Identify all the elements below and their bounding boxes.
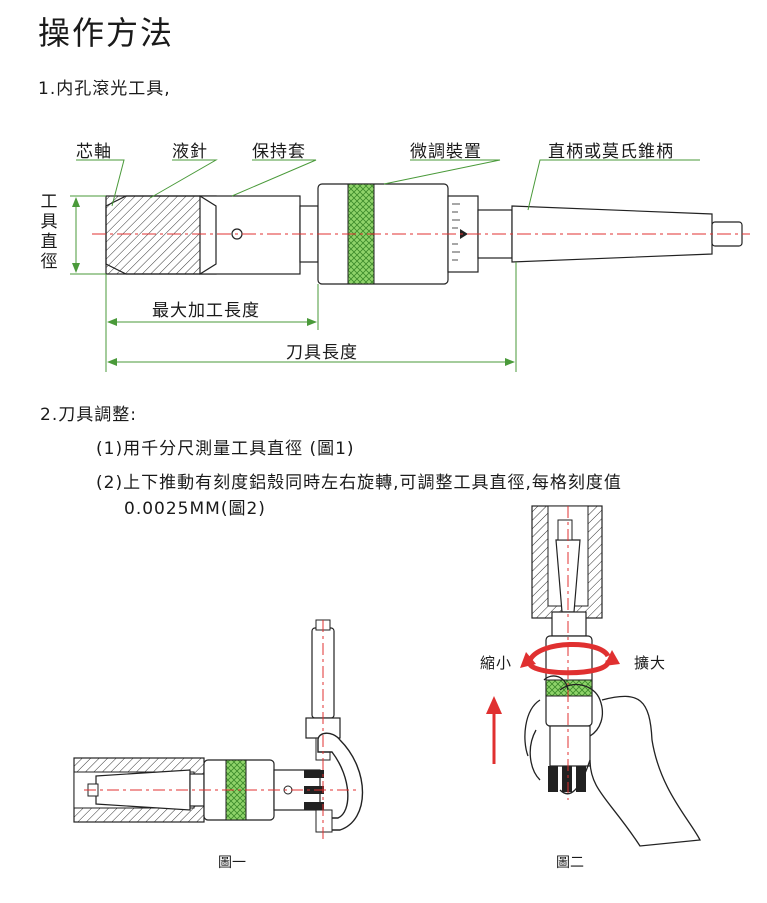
step-2-cont: 0.0025MM(圖2) <box>124 499 266 519</box>
figure1-caption: 圖一 <box>218 855 246 871</box>
core-section <box>105 195 217 275</box>
step-2: (2)上下推動有刻度鋁殼同時左右旋轉,可調整工具直徑,每格刻度值 <box>96 473 622 493</box>
label-shank: 直柄或莫氏錐柄 <box>548 142 674 162</box>
tool-diagram <box>70 159 750 372</box>
label-needle: 液針 <box>172 142 208 162</box>
label-diameter: 工具直徑 <box>40 192 58 272</box>
figure2-caption: 圖二 <box>556 855 584 871</box>
figure1-illustration <box>73 619 364 840</box>
label-core: 芯軸 <box>76 142 112 162</box>
label-enlarge: 擴大 <box>634 654 667 672</box>
label-cage: 保持套 <box>252 142 306 162</box>
label-max-length: 最大加工長度 <box>152 301 260 321</box>
figure2-illustration <box>486 505 702 847</box>
section2-heading: 2.刀具調整: <box>40 405 137 425</box>
section1-heading: 1.内孔滾光工具, <box>38 79 171 99</box>
page-title: 操作方法 <box>38 14 175 52</box>
step-1: (1)用千分尺測量工具直徑 (圖1) <box>96 439 355 459</box>
label-micro: 微調裝置 <box>410 142 482 162</box>
label-shrink: 縮小 <box>480 654 513 672</box>
cage-body <box>199 195 301 275</box>
